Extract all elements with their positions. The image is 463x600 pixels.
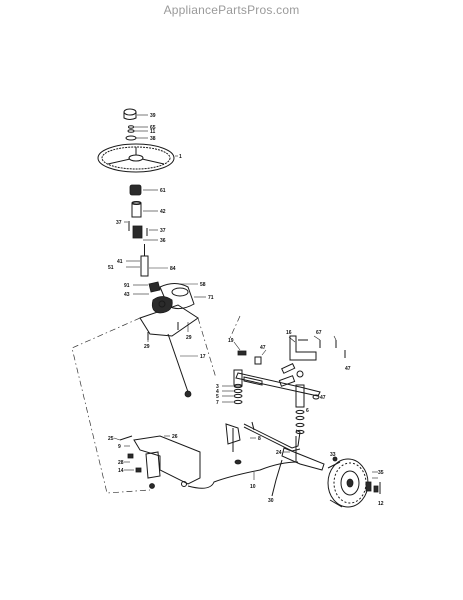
axle-washers-right: [295, 394, 320, 435]
callout-10: 10: [250, 484, 256, 490]
tie-rod: [243, 421, 301, 452]
callout-41: 41: [117, 259, 123, 265]
steering-wheel-cap: [123, 108, 148, 120]
spindle-right: [271, 436, 325, 497]
shaft-coupling: [124, 221, 158, 241]
watermark-text: AppliancePartsPros.com: [163, 3, 300, 17]
callout-42: 42: [160, 209, 166, 215]
drag-link: [167, 333, 198, 398]
front-wheel: [327, 456, 369, 508]
steering-support-bracket: [113, 435, 201, 489]
callout-67: 67: [316, 330, 322, 336]
callout-6: 6: [306, 408, 309, 414]
callout-16: 16: [286, 330, 292, 336]
callout-37-left: 37: [116, 220, 122, 226]
callout-33: 33: [330, 452, 336, 458]
steering-cable: [187, 461, 299, 489]
callout-25: 25: [108, 436, 114, 442]
callout-19: 19: [228, 338, 234, 344]
cap-hardware: [125, 125, 148, 141]
callout-3: 3: [216, 384, 219, 390]
callout-51: 51: [108, 265, 114, 271]
callout-24: 24: [276, 450, 282, 456]
wheel-hardware: [365, 471, 381, 494]
callout-38: 38: [150, 136, 156, 142]
callout-26: 26: [172, 434, 178, 440]
callout-28: 28: [118, 460, 124, 466]
callout-71: 71: [208, 295, 214, 301]
callout-9: 9: [118, 444, 121, 450]
pivot-bracket: [288, 335, 346, 361]
callout-labels: 39 65 11 38 1 61 42 37 37 36 41 51 84 58…: [108, 113, 384, 507]
callout-47-low: 47: [320, 395, 326, 401]
callout-47-top: 47: [260, 345, 266, 351]
axle-washers-left: [222, 383, 243, 405]
steering-shaft: [126, 244, 168, 277]
callout-30: 30: [268, 498, 274, 504]
spindle-left: [225, 423, 256, 465]
callout-43: 43: [124, 292, 130, 298]
callout-47-mid: 47: [345, 366, 351, 372]
callout-29-right: 29: [186, 335, 192, 341]
callout-61: 61: [160, 188, 166, 194]
steering-gear-housing: [133, 281, 206, 310]
steering-bushing: [131, 201, 158, 218]
callout-11: 11: [150, 129, 156, 135]
callout-84: 84: [170, 266, 176, 272]
front-axle: [233, 362, 321, 408]
callout-8: 8: [258, 436, 261, 442]
callout-58: 58: [200, 282, 206, 288]
callout-7: 7: [216, 400, 219, 406]
callout-39: 39: [150, 113, 156, 119]
callout-37-right: 37: [160, 228, 166, 234]
callout-14: 14: [118, 468, 124, 474]
steering-plate: [139, 296, 199, 342]
callout-29-left: 29: [144, 344, 150, 350]
callout-17: 17: [200, 354, 206, 360]
callout-65: 65: [150, 125, 156, 131]
steering-wheel: [97, 143, 178, 173]
callout-12: 12: [378, 501, 384, 507]
callout-35: 35: [378, 470, 384, 476]
spline-adapter: [129, 184, 158, 196]
callout-4: 4: [216, 389, 219, 395]
callout-36: 36: [160, 238, 166, 244]
callout-1: 1: [179, 154, 182, 160]
callout-5: 5: [216, 394, 219, 400]
callout-91: 91: [124, 283, 130, 289]
